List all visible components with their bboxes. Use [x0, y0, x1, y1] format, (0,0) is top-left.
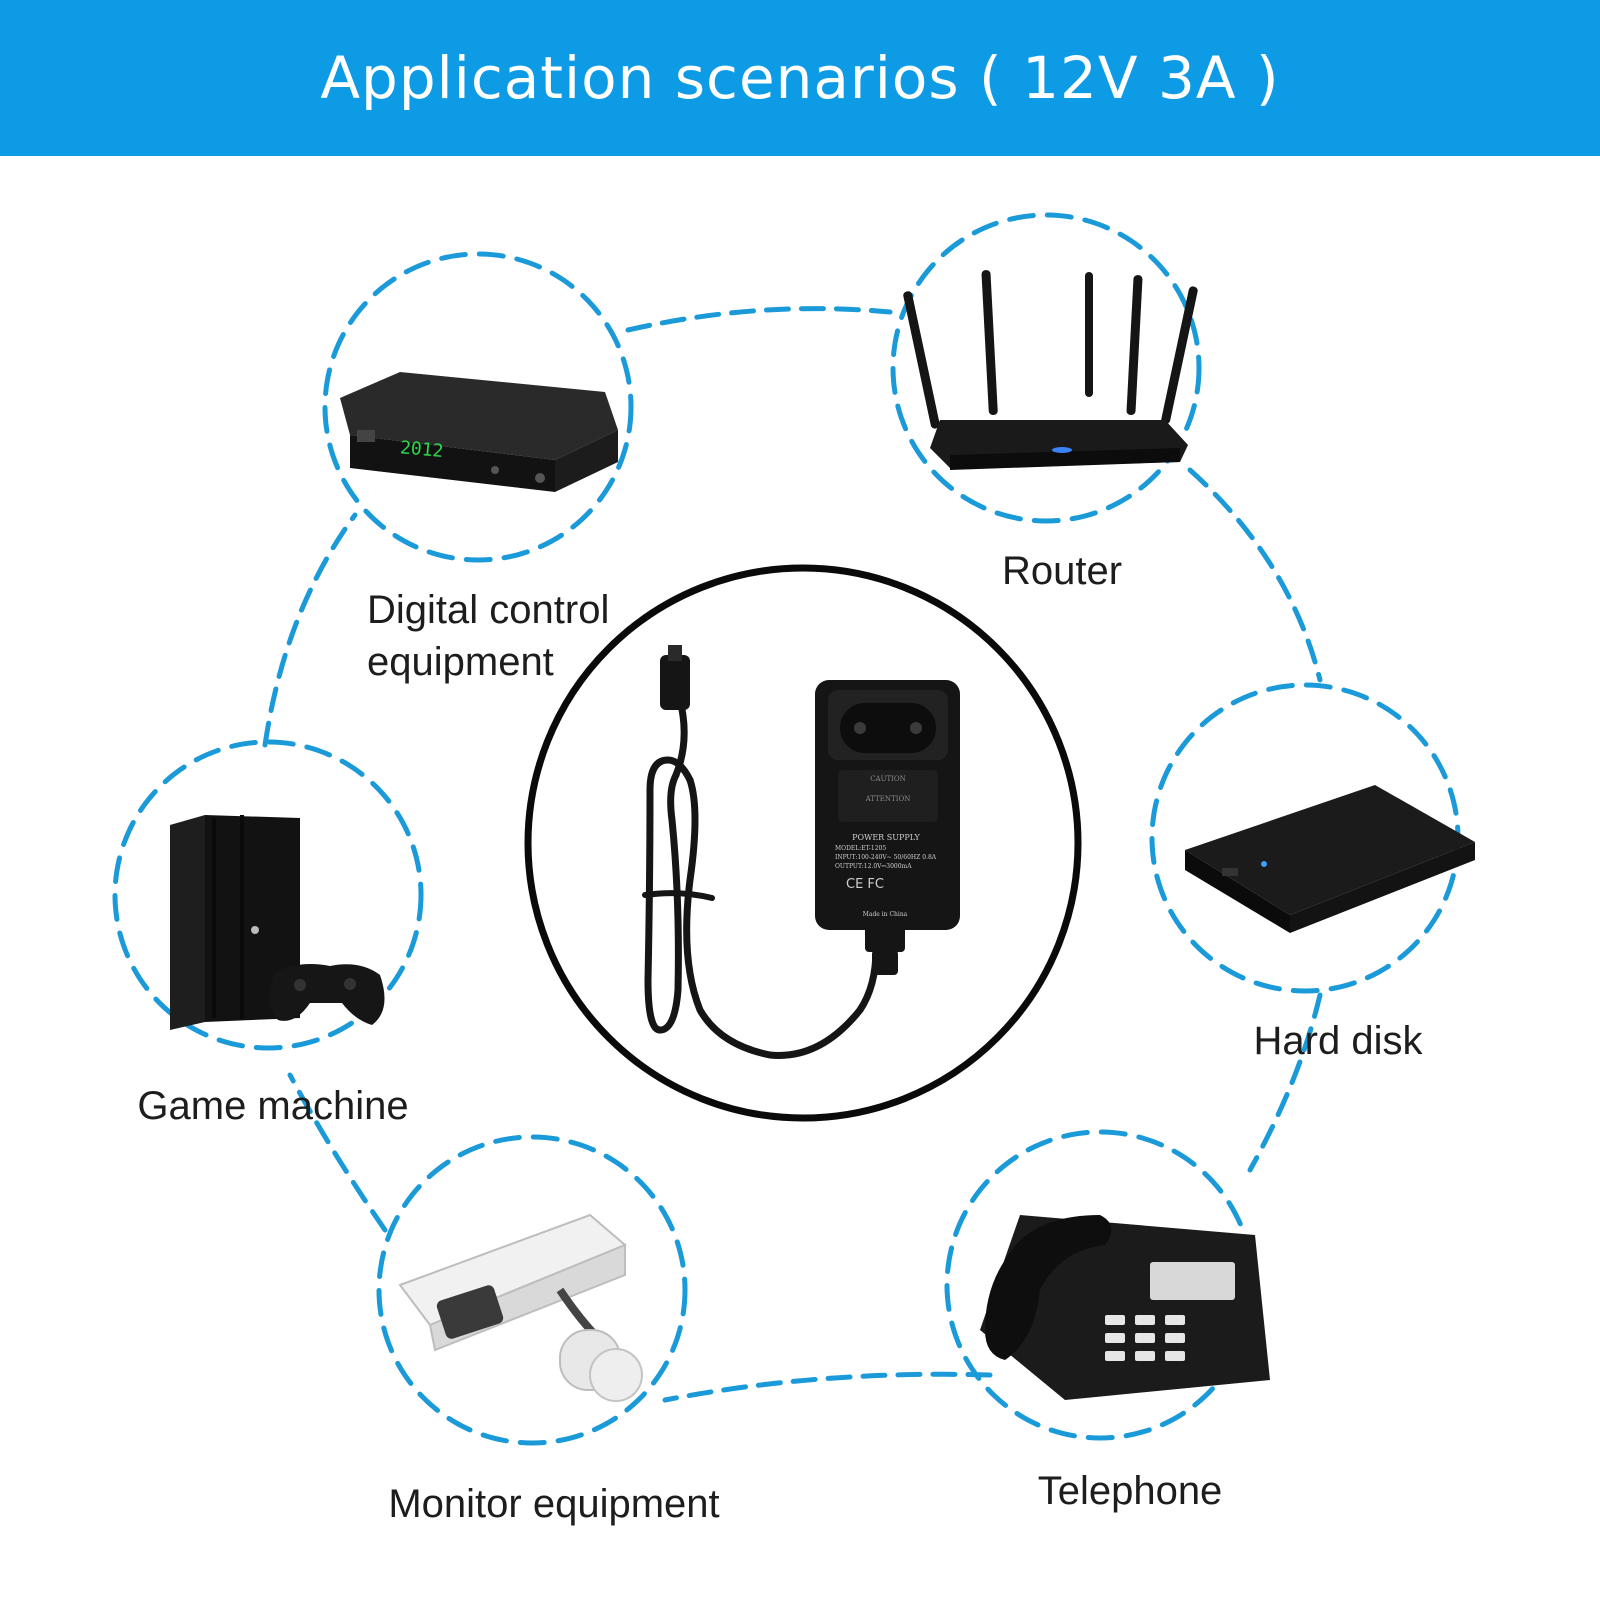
set-top-box-display: 2012 — [399, 437, 444, 462]
adapter-input: INPUT:100-240V~ 50/60HZ 0.8A — [835, 854, 937, 861]
telephone-icon — [980, 1215, 1270, 1400]
hard-disk-icon — [1185, 785, 1475, 933]
game-console-icon — [170, 815, 385, 1030]
adapter-marks: CE FC — [846, 877, 884, 892]
page-title: Application scenarios ( 12V 3A ) — [320, 44, 1280, 112]
label-monitor: Monitor equipment — [388, 1482, 720, 1526]
security-camera-icon — [398, 1213, 643, 1402]
label-digital-control: Digital control equipment — [367, 584, 609, 688]
circle-router — [890, 212, 1202, 524]
adapter-output: OUTPUT:12.0V⎓3000mA — [835, 863, 912, 870]
label-digital-control-line2: equipment — [367, 640, 554, 684]
connector-telephone-monitor — [662, 1371, 993, 1403]
connector-router-harddisk — [1187, 467, 1323, 683]
router-icon — [903, 270, 1198, 470]
label-digital-control-line1: Digital control — [367, 588, 610, 632]
adapter-origin: Made in China — [863, 911, 908, 918]
circle-digital-control — [322, 251, 634, 563]
label-hard-disk: Hard disk — [1253, 1019, 1423, 1063]
adapter-caution: CAUTION — [870, 775, 906, 783]
circle-monitor — [376, 1134, 688, 1446]
connector-harddisk-telephone — [1247, 992, 1323, 1173]
connector-digital-router — [625, 306, 893, 333]
adapter-name: POWER SUPPLY — [852, 833, 920, 842]
label-telephone: Telephone — [1037, 1469, 1223, 1513]
power-adapter-icon: CAUTION ATTENTION POWER SUPPLY MODEL:ET-… — [642, 645, 960, 1059]
label-router: Router — [1001, 549, 1123, 593]
adapter-attention: ATTENTION — [865, 795, 911, 803]
center-ring — [524, 564, 1082, 1122]
connector-lines — [262, 306, 1323, 1403]
label-game-machine: Game machine — [137, 1084, 409, 1128]
connector-game-digital — [262, 512, 358, 748]
circle-game-machine — [112, 739, 424, 1051]
connector-monitor-game — [287, 1072, 388, 1233]
set-top-box-icon: 2012 — [340, 372, 618, 492]
header-banner: Application scenarios ( 12V 3A ) — [0, 0, 1600, 156]
adapter-model: MODEL:ET-1205 — [835, 845, 886, 852]
